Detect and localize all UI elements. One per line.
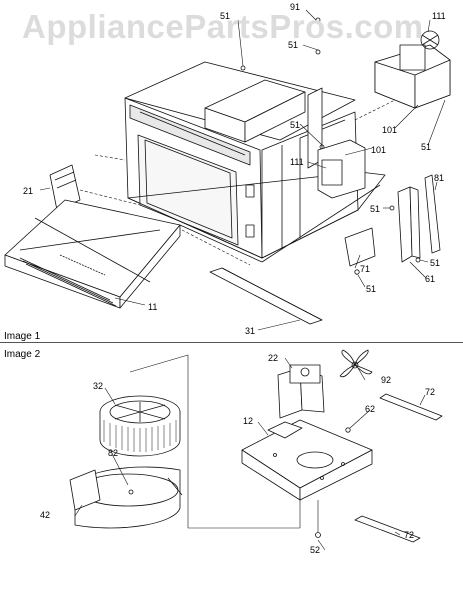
mounting-plate-12 <box>241 419 373 501</box>
panel-21 <box>49 164 81 211</box>
callout-52: 52 <box>310 545 321 555</box>
callout-51: 51 <box>290 120 301 130</box>
callout-11: 11 <box>148 302 158 312</box>
blower-housing-42 <box>69 466 183 529</box>
callout-51: 51 <box>421 142 432 152</box>
fan-blade-92 <box>339 349 373 378</box>
image2-label: Image 2 <box>4 349 41 360</box>
callout-51: 51 <box>370 204 381 214</box>
callout-21: 21 <box>23 186 34 196</box>
callout-51: 51 <box>220 11 231 21</box>
watermark-text: AppliancePartsPros.com <box>22 8 424 45</box>
transformer <box>317 139 366 199</box>
callout-61: 61 <box>425 274 436 284</box>
callout-31: 31 <box>245 326 256 336</box>
tray-11 <box>4 199 181 309</box>
callout-32: 32 <box>93 381 104 391</box>
blower-wheel-32 <box>99 395 181 457</box>
callout-51: 51 <box>366 284 377 294</box>
image1-label: Image 1 <box>4 331 41 342</box>
callout-62: 62 <box>365 404 376 414</box>
callout-81: 81 <box>434 173 445 183</box>
callout-101: 101 <box>371 145 387 155</box>
callout-91: 91 <box>290 2 301 12</box>
callout-71: 71 <box>360 264 371 274</box>
callout-92: 92 <box>381 375 392 385</box>
callout-22: 22 <box>268 353 279 363</box>
bracket-71 <box>344 227 376 267</box>
strip-72-bottom <box>354 515 421 543</box>
callout-51: 51 <box>288 40 299 50</box>
callout-111: 111 <box>432 11 446 21</box>
cabinet-assembly <box>124 49 386 263</box>
motor-22 <box>277 364 325 419</box>
callout-51: 51 <box>430 258 441 268</box>
callout-42: 42 <box>40 510 51 520</box>
channel-61 <box>397 186 413 263</box>
section-divider <box>0 342 463 343</box>
strip-31 <box>209 267 323 325</box>
strip-72-top <box>379 393 443 421</box>
callout-72: 72 <box>404 530 415 540</box>
callout-82: 82 <box>108 448 119 458</box>
callout-12: 12 <box>243 416 254 426</box>
blower-assembly <box>374 30 451 109</box>
callout-111: 111 <box>290 157 304 167</box>
callout-72: 72 <box>425 387 436 397</box>
callout-101: 101 <box>382 125 398 135</box>
strip-81 <box>424 174 441 254</box>
